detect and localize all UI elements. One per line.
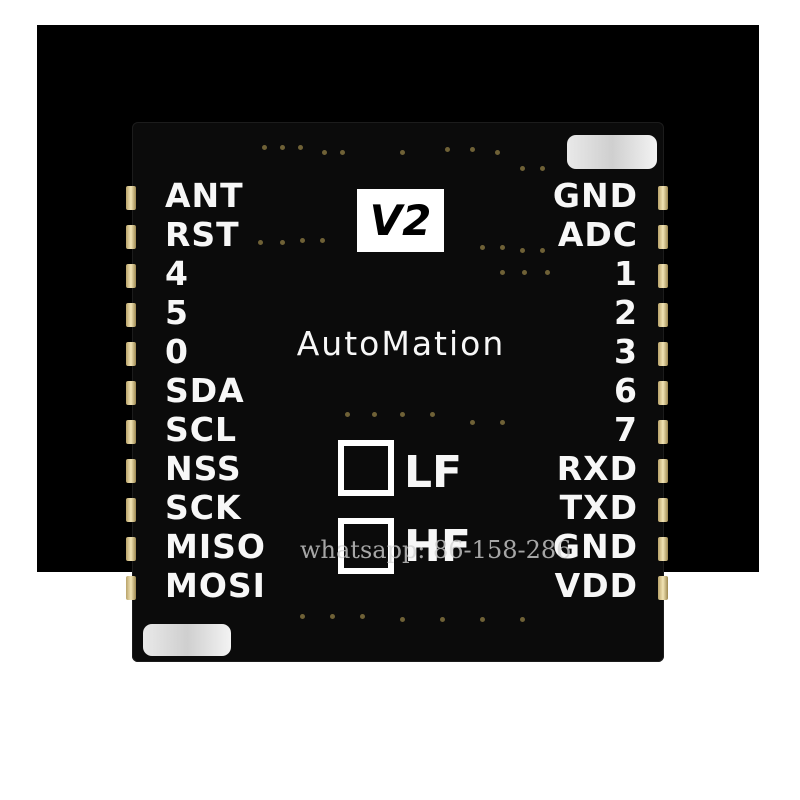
- left-castellation: [126, 186, 136, 210]
- left-pin-label: SCL: [165, 410, 238, 449]
- via: [520, 248, 525, 253]
- via: [322, 150, 327, 155]
- right-castellation: [658, 225, 668, 249]
- right-castellation: [658, 186, 668, 210]
- via: [470, 420, 475, 425]
- via: [372, 412, 377, 417]
- left-pin-label: MISO: [165, 527, 266, 566]
- right-castellation: [658, 420, 668, 444]
- right-castellation: [658, 381, 668, 405]
- left-castellation: [126, 303, 136, 327]
- via: [500, 420, 505, 425]
- left-pin-label: NSS: [165, 449, 242, 488]
- via: [400, 412, 405, 417]
- brand-label: AutoMation: [296, 324, 506, 363]
- left-castellation: [126, 225, 136, 249]
- hf-checkbox: [338, 518, 394, 574]
- lf-label: LF: [404, 447, 463, 498]
- left-pin-label: MOSI: [165, 566, 266, 605]
- via: [545, 270, 550, 275]
- left-pin-label: ANT: [165, 176, 244, 215]
- via: [262, 145, 267, 150]
- via: [500, 270, 505, 275]
- right-pin-label: 1: [614, 254, 638, 293]
- via: [280, 145, 285, 150]
- via: [280, 240, 285, 245]
- via: [360, 614, 365, 619]
- left-pin-label: RST: [165, 215, 240, 254]
- right-pin-label: 2: [614, 293, 638, 332]
- via: [440, 617, 445, 622]
- via: [480, 617, 485, 622]
- via: [520, 617, 525, 622]
- bottom-left-pad: [143, 624, 231, 656]
- left-castellation: [126, 264, 136, 288]
- via: [345, 412, 350, 417]
- via: [470, 147, 475, 152]
- via: [540, 248, 545, 253]
- via: [400, 150, 405, 155]
- via: [540, 166, 545, 171]
- via: [522, 270, 527, 275]
- via: [500, 245, 505, 250]
- right-castellation: [658, 303, 668, 327]
- via: [340, 150, 345, 155]
- via: [495, 150, 500, 155]
- right-pin-label: TXD: [559, 488, 638, 527]
- via: [520, 166, 525, 171]
- via: [330, 614, 335, 619]
- left-pin-label: SCK: [165, 488, 242, 527]
- watermark-text: whatsapp: 86-158-286: [300, 536, 572, 564]
- right-pin-label: VDD: [554, 566, 638, 605]
- right-pin-label: 3: [614, 332, 638, 371]
- right-pin-label: GND: [552, 176, 638, 215]
- left-castellation: [126, 537, 136, 561]
- version-tag: V2: [357, 189, 444, 252]
- via: [258, 240, 263, 245]
- via: [300, 238, 305, 243]
- right-castellation: [658, 498, 668, 522]
- via: [298, 145, 303, 150]
- right-pin-label: RXD: [556, 449, 638, 488]
- right-pin-label: ADC: [557, 215, 638, 254]
- right-pin-label: GND: [552, 527, 638, 566]
- right-castellation: [658, 342, 668, 366]
- via: [445, 147, 450, 152]
- left-castellation: [126, 498, 136, 522]
- right-castellation: [658, 537, 668, 561]
- via: [300, 614, 305, 619]
- left-pin-label: 5: [165, 293, 189, 332]
- right-pin-label: 6: [614, 371, 638, 410]
- left-castellation: [126, 576, 136, 600]
- left-castellation: [126, 420, 136, 444]
- via: [480, 245, 485, 250]
- hf-label: HF: [404, 521, 471, 572]
- left-pin-label: SDA: [165, 371, 245, 410]
- left-pin-label: 0: [165, 332, 189, 371]
- right-castellation: [658, 576, 668, 600]
- lf-checkbox: [338, 440, 394, 496]
- right-castellation: [658, 459, 668, 483]
- left-pin-label: 4: [165, 254, 189, 293]
- left-castellation: [126, 342, 136, 366]
- top-right-pad: [567, 135, 657, 169]
- via: [320, 238, 325, 243]
- via: [430, 412, 435, 417]
- left-castellation: [126, 459, 136, 483]
- via: [400, 617, 405, 622]
- left-castellation: [126, 381, 136, 405]
- right-castellation: [658, 264, 668, 288]
- right-pin-label: 7: [614, 410, 638, 449]
